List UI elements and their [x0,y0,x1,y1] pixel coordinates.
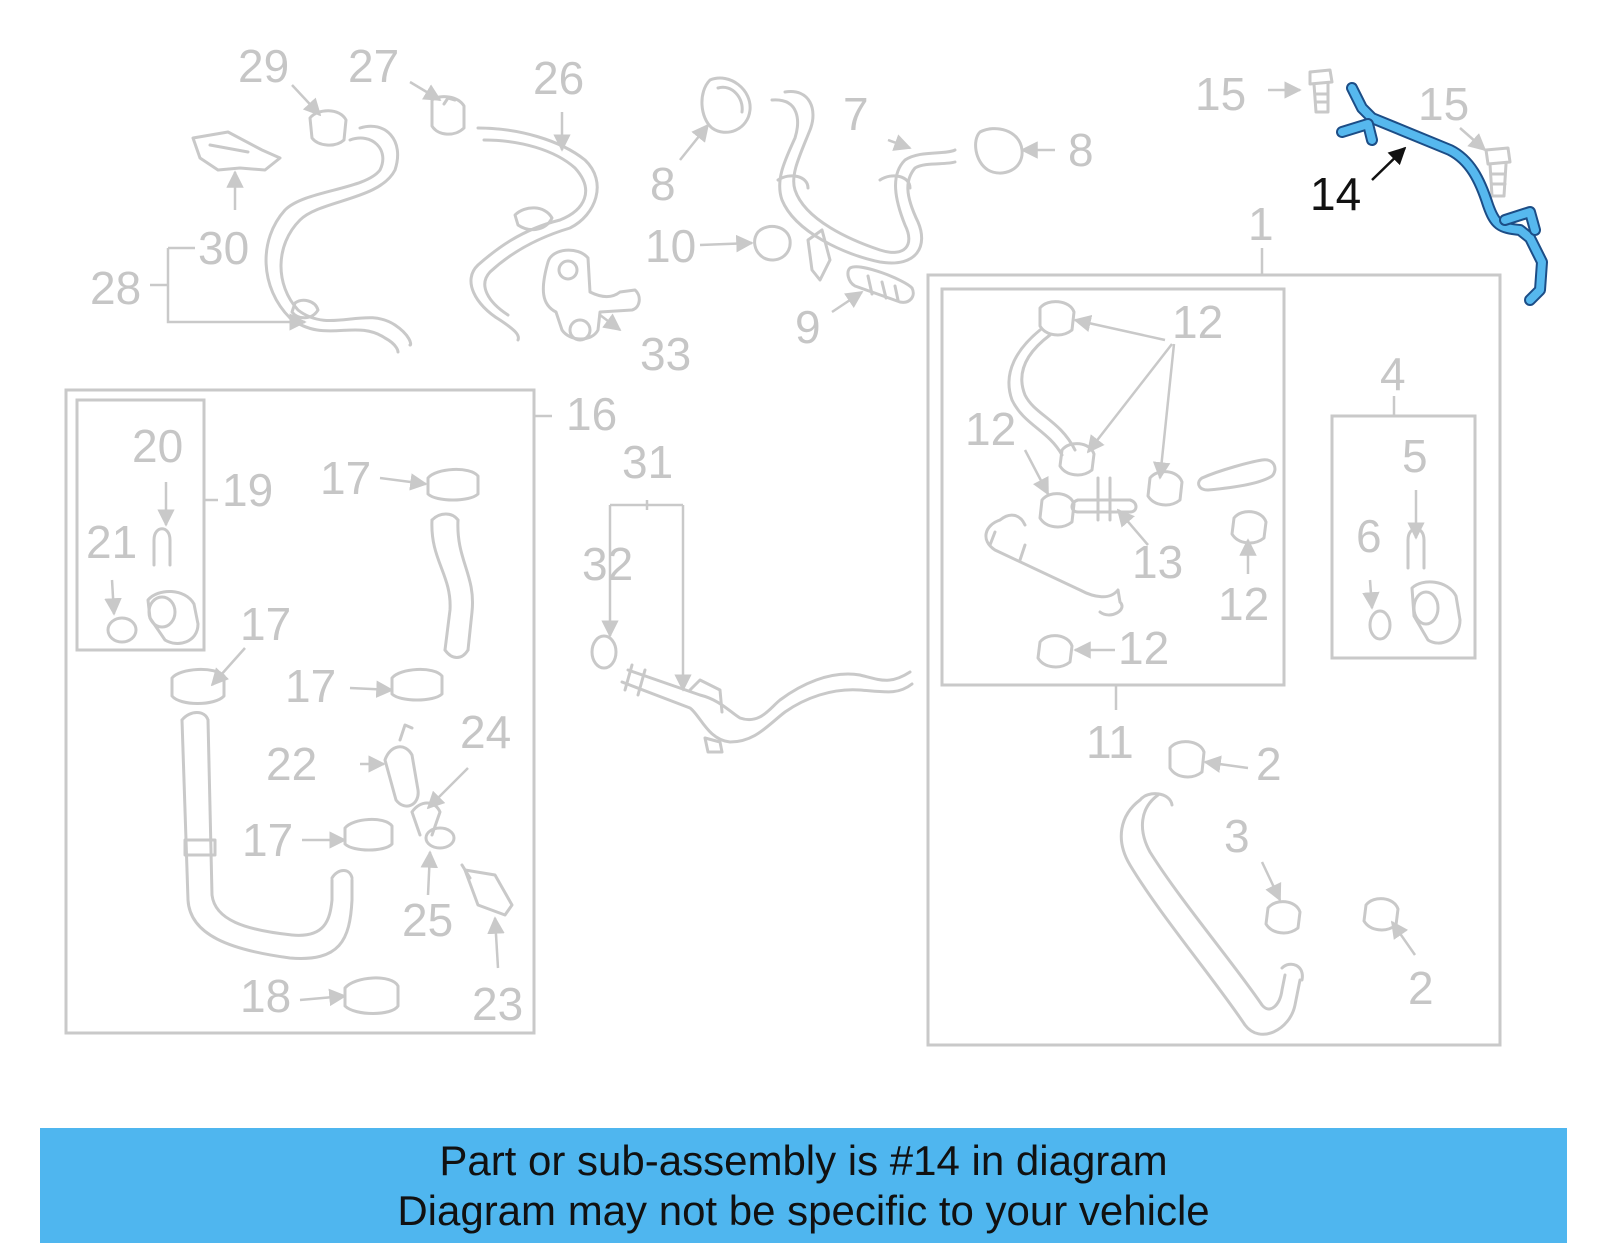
part-8-clamp-right [974,127,1024,175]
part-21-oring [106,616,138,644]
group-box-19 [75,398,206,652]
part-7-hose [770,90,957,265]
callout-33: 33 [640,328,691,380]
part-17-clamp-top [426,468,480,502]
callout-18: 18 [240,970,291,1022]
callout-29: 29 [238,40,289,92]
part-4-flange [1410,580,1462,645]
part-30-bracket [191,130,282,172]
part-12-clamp-mid [1058,442,1096,477]
part-27-clamp [430,95,466,136]
callout-15-right: 15 [1418,78,1469,130]
part-11-hose-upper [1007,328,1077,457]
callout-17-top: 17 [320,452,371,504]
part-20-clip [152,527,172,567]
part-31-pipe [620,663,914,754]
callout-23: 23 [472,978,523,1030]
part-33-valve [541,248,641,342]
callout-2-upper: 2 [1256,738,1282,790]
part-10-grommet [753,224,792,262]
callout-6: 6 [1356,510,1382,562]
banner-line-1: Part or sub-assembly is #14 in diagram [439,1136,1168,1184]
callout-labels: 29 27 26 30 28 33 8 7 8 10 9 15 15 14 1 … [86,40,1469,1030]
callout-24: 24 [460,706,511,758]
part-15-bolt-right [1484,146,1512,198]
callout-19: 19 [222,464,273,516]
part-22-valve [383,723,420,808]
part-17-clamp-mid [390,668,444,702]
part-16-hose-upper [430,512,475,659]
part-11-pipe-lower [984,513,1124,617]
callout-16: 16 [566,388,617,440]
callout-22: 22 [266,738,317,790]
callout-17-mid: 17 [285,660,336,712]
part-26-hose [469,126,599,342]
info-banner: Part or sub-assembly is #14 in diagram D… [40,1128,1567,1243]
part-24-clip [410,801,442,837]
group-box-1 [926,273,1502,1047]
callout-21: 21 [86,516,137,568]
callout-10: 10 [645,220,696,272]
part-29-clamp [308,109,348,147]
group-box-16 [64,388,536,1035]
callout-20: 20 [132,420,183,472]
part-12-clamp-bottom [1036,634,1074,669]
part-25-oring [424,826,456,850]
callout-15-left: 15 [1195,68,1246,120]
callout-5: 5 [1402,430,1428,482]
part-3-clamp [1264,900,1302,935]
part-6-oring [1368,609,1392,641]
callout-31: 31 [622,436,673,488]
callout-4: 4 [1380,348,1406,400]
part-8-clamp-left [700,76,752,134]
callout-11: 11 [1086,716,1134,768]
callout-12-left: 12 [965,403,1016,455]
part-12-clamp-lower-right [1230,510,1268,545]
callout-14: 14 [1310,168,1361,220]
callout-12-right: 12 [1218,578,1269,630]
callout-2-lower: 2 [1408,962,1434,1014]
part-28-hose [264,124,413,354]
part-12-clamp-right [1146,470,1184,507]
part-15-bolt-left [1308,68,1334,114]
part-14-pipe-highlighted[interactable] [1336,82,1548,306]
part-12-clamp-left [1038,492,1076,529]
callout-8-right: 8 [1068,124,1094,176]
part-2-clamp-upper [1168,740,1206,779]
group-box-4 [1330,414,1477,660]
callout-8-left: 8 [650,158,676,210]
part-19-flange [146,590,200,645]
part-13-tee [1070,476,1138,522]
callout-12-bottom: 12 [1118,622,1169,674]
callout-9: 9 [795,301,821,353]
callout-12-top: 12 [1172,296,1223,348]
callout-7: 7 [843,88,869,140]
callout-26: 26 [533,52,584,104]
part-17-clamp-left [170,668,226,705]
part-1-hose-lower [1119,792,1304,1036]
callout-3: 3 [1224,810,1250,862]
part-9-connector [806,228,915,304]
callout-1: 1 [1248,198,1274,250]
callout-27: 27 [348,40,399,92]
part-17-clamp-lower [343,818,394,852]
part-12-clamp-top [1038,300,1076,337]
part-32-oring [590,634,618,670]
banner-line-2: Diagram may not be specific to your vehi… [397,1186,1210,1234]
callout-17-lower: 17 [242,814,293,866]
part-18-clamp [343,976,400,1015]
callout-17-left: 17 [240,598,291,650]
callout-32: 32 [582,538,633,590]
part-11-hose-right [1197,458,1277,492]
leader-lines [104,80,1487,1007]
group-box-11 [940,287,1286,687]
part-23-sensor [460,863,514,917]
callout-25: 25 [402,894,453,946]
callout-30: 30 [198,222,249,274]
callout-28: 28 [90,262,141,314]
part-16-hose-lower [180,711,354,960]
callout-13: 13 [1132,536,1183,588]
